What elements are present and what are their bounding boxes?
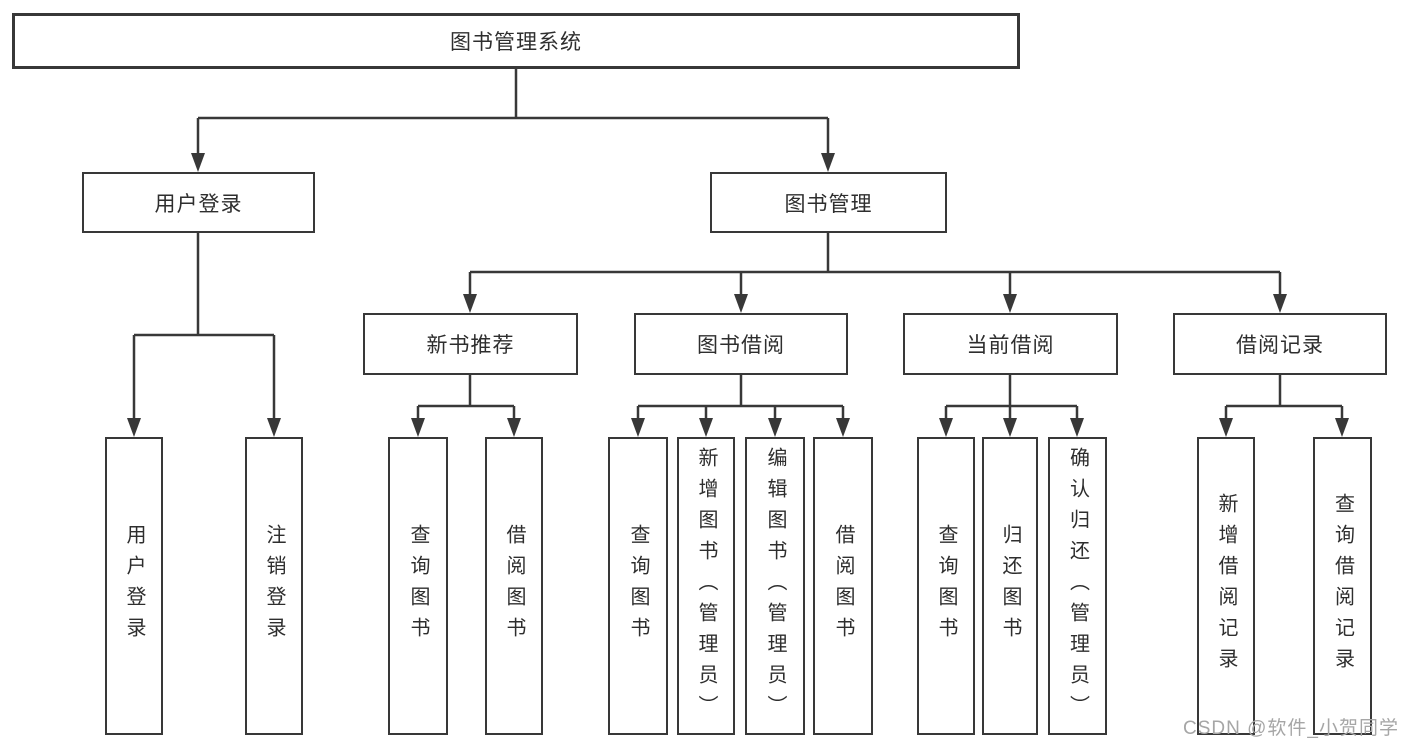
- node-book-management: 图书管理: [710, 172, 947, 233]
- leaf-label: 编辑图书（管理员）: [764, 446, 786, 726]
- node-current-borrowing: 当前借阅: [903, 313, 1118, 375]
- node-library-management-system: 图书管理系统: [12, 13, 1020, 69]
- leaf-logout: 注销登录: [245, 437, 303, 735]
- leaf-label: 新增图书（管理员）: [695, 446, 717, 726]
- node-borrowing-records: 借阅记录: [1173, 313, 1387, 375]
- leaf-return-books: 归还图书: [982, 437, 1038, 735]
- leaf-confirm-return-admin: 确认归还（管理员）: [1048, 437, 1107, 735]
- leaf-label: 查询图书: [407, 524, 429, 648]
- leaf-query-books-current: 查询图书: [917, 437, 975, 735]
- leaf-query-books-borrowing: 查询图书: [608, 437, 668, 735]
- leaf-label: 用户登录: [123, 524, 145, 648]
- leaf-query-books-recommend: 查询图书: [388, 437, 448, 735]
- leaf-label: 查询借阅记录: [1331, 493, 1354, 679]
- node-new-book-recommendation: 新书推荐: [363, 313, 578, 375]
- leaf-borrow-books-recommend: 借阅图书: [485, 437, 543, 735]
- leaf-add-books-admin: 新增图书（管理员）: [677, 437, 735, 735]
- csdn-watermark: CSDN @软件_小贺同学: [1183, 718, 1399, 739]
- leaf-label: 查询图书: [935, 524, 957, 648]
- node-user-login: 用户登录: [82, 172, 315, 233]
- node-book-borrowing: 图书借阅: [634, 313, 848, 375]
- arrowheads: [127, 153, 1349, 437]
- leaf-user-login: 用户登录: [105, 437, 163, 735]
- leaf-label: 查询图书: [627, 524, 649, 648]
- leaf-add-borrow-record: 新增借阅记录: [1197, 437, 1255, 735]
- leaf-edit-books-admin: 编辑图书（管理员）: [745, 437, 805, 735]
- leaf-label: 归还图书: [999, 524, 1021, 648]
- leaf-label: 注销登录: [263, 524, 285, 648]
- leaf-label: 借阅图书: [503, 524, 525, 648]
- leaf-query-borrow-record: 查询借阅记录: [1313, 437, 1372, 735]
- leaf-label: 确认归还（管理员）: [1066, 446, 1089, 726]
- leaf-borrow-books: 借阅图书: [813, 437, 873, 735]
- leaf-label: 新增借阅记录: [1215, 493, 1237, 679]
- leaf-label: 借阅图书: [832, 524, 854, 648]
